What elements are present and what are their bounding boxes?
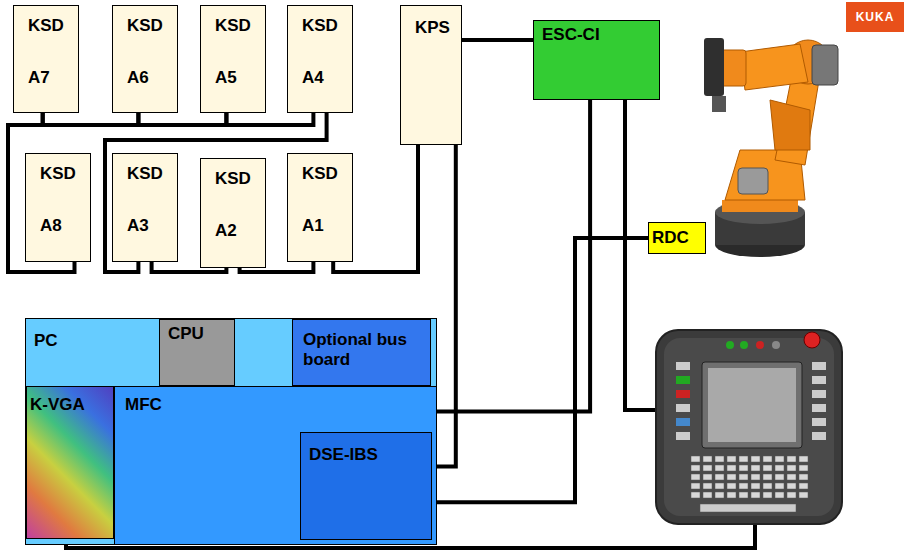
component-box: KSD A5 xyxy=(200,5,266,113)
component-box: KPS xyxy=(400,5,462,145)
component-box: DSE-IBS xyxy=(300,432,432,540)
cable-connector xyxy=(432,238,648,502)
component-label: KSD xyxy=(28,16,78,36)
cable-connector xyxy=(138,113,226,125)
component-label: DSE-IBS xyxy=(309,445,431,465)
axis-label: A3 xyxy=(127,216,177,236)
component-box: KSD A6 xyxy=(112,5,178,113)
component-box: KSD A8 xyxy=(25,153,91,262)
component-label: Optional bus board xyxy=(303,330,426,370)
component-label: KSD xyxy=(127,164,177,184)
component-label: KSD xyxy=(215,16,265,36)
component-label: KSD xyxy=(302,164,352,184)
component-label: MFC xyxy=(125,395,436,415)
component-label: KPS xyxy=(415,18,461,38)
axis-label: A4 xyxy=(302,68,352,88)
pendant-cable xyxy=(625,100,656,410)
component-label: KSD xyxy=(40,164,90,184)
component-box: Optional bus board xyxy=(292,319,431,386)
component-box: MFC DSE-IBS xyxy=(114,386,437,545)
axis-label: A8 xyxy=(40,216,90,236)
axis-label: A2 xyxy=(215,221,265,241)
component-label: KSD xyxy=(127,16,177,36)
axis-label: A7 xyxy=(28,68,78,88)
cable-connector xyxy=(462,38,533,42)
component-label: ESC-CI xyxy=(542,25,659,45)
component-label: CPU xyxy=(168,324,234,344)
cable-connector xyxy=(226,113,313,125)
robot-illustration xyxy=(704,38,838,257)
component-box: KSD A3 xyxy=(112,153,178,262)
component-box: KSD A1 xyxy=(287,153,353,262)
component-label: KSD xyxy=(302,16,352,36)
component-box: CPU xyxy=(159,319,235,386)
axis-label: A1 xyxy=(302,216,352,236)
component-box: RDC xyxy=(648,222,706,254)
logo-text: KUKA xyxy=(846,10,904,24)
component-label: RDC xyxy=(652,228,705,248)
teach-pendant-illustration xyxy=(656,330,842,524)
component-box: PCCPUOptional bus boardK-VGAMFCDSE-IBS xyxy=(25,318,437,545)
cable-connector xyxy=(43,113,139,125)
axis-label: A5 xyxy=(215,68,265,88)
cable-connector xyxy=(437,100,590,411)
component-box: K-VGA xyxy=(26,386,114,539)
component-label: K-VGA xyxy=(30,395,113,415)
component-box: ESC-CI xyxy=(533,20,660,100)
component-label: KSD xyxy=(215,169,265,189)
component-box: KSD A2 xyxy=(200,158,266,268)
axis-label: A6 xyxy=(127,68,177,88)
kuka-logo: KUKA xyxy=(846,2,904,32)
component-box: KSD A4 xyxy=(287,5,353,113)
component-box: KSD A7 xyxy=(13,5,79,113)
